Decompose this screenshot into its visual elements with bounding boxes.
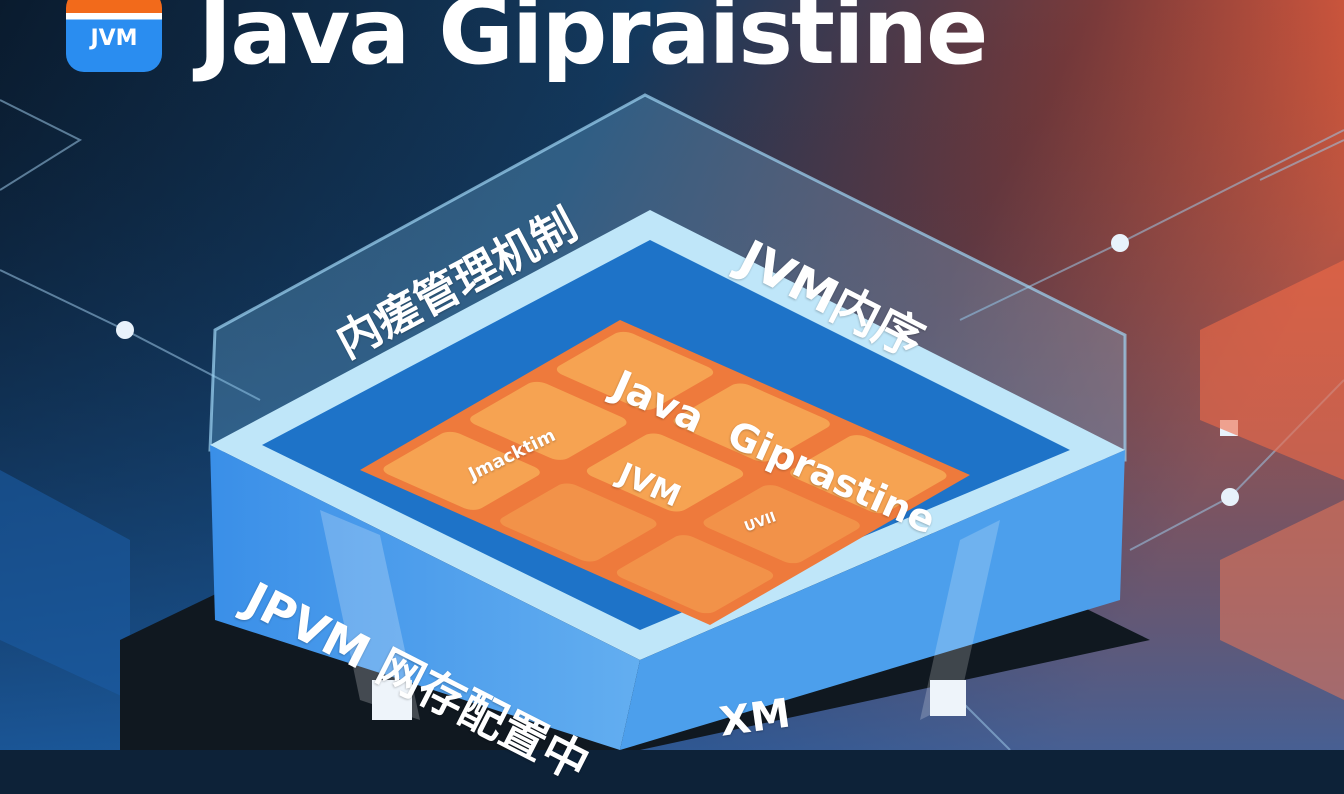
connector-block xyxy=(930,680,966,716)
memory-tile xyxy=(383,431,540,510)
memory-tile xyxy=(616,535,774,614)
side-block-left xyxy=(0,470,130,700)
side-block-right-lower xyxy=(1220,500,1344,700)
side-block-right xyxy=(1200,260,1344,480)
illustration-canvas xyxy=(0,0,1344,750)
box-front-right xyxy=(620,450,1125,750)
memory-tile xyxy=(470,381,627,460)
memory-tile xyxy=(556,331,714,410)
tile-grid xyxy=(360,320,970,625)
memory-tile xyxy=(673,383,830,462)
light-streak xyxy=(320,510,420,720)
memory-tile xyxy=(500,483,657,562)
jvm-logo: JVM xyxy=(66,0,162,72)
page-title: Java Gipraistine xyxy=(198,0,988,85)
logo-text: JVM xyxy=(90,26,138,51)
light-streak xyxy=(920,520,1000,720)
label-front-right: XM xyxy=(716,690,794,746)
memory-tile xyxy=(703,485,860,564)
memory-tile xyxy=(790,435,947,514)
memory-tile xyxy=(586,433,744,512)
box-front-left xyxy=(210,445,640,750)
connector-block xyxy=(372,680,412,720)
